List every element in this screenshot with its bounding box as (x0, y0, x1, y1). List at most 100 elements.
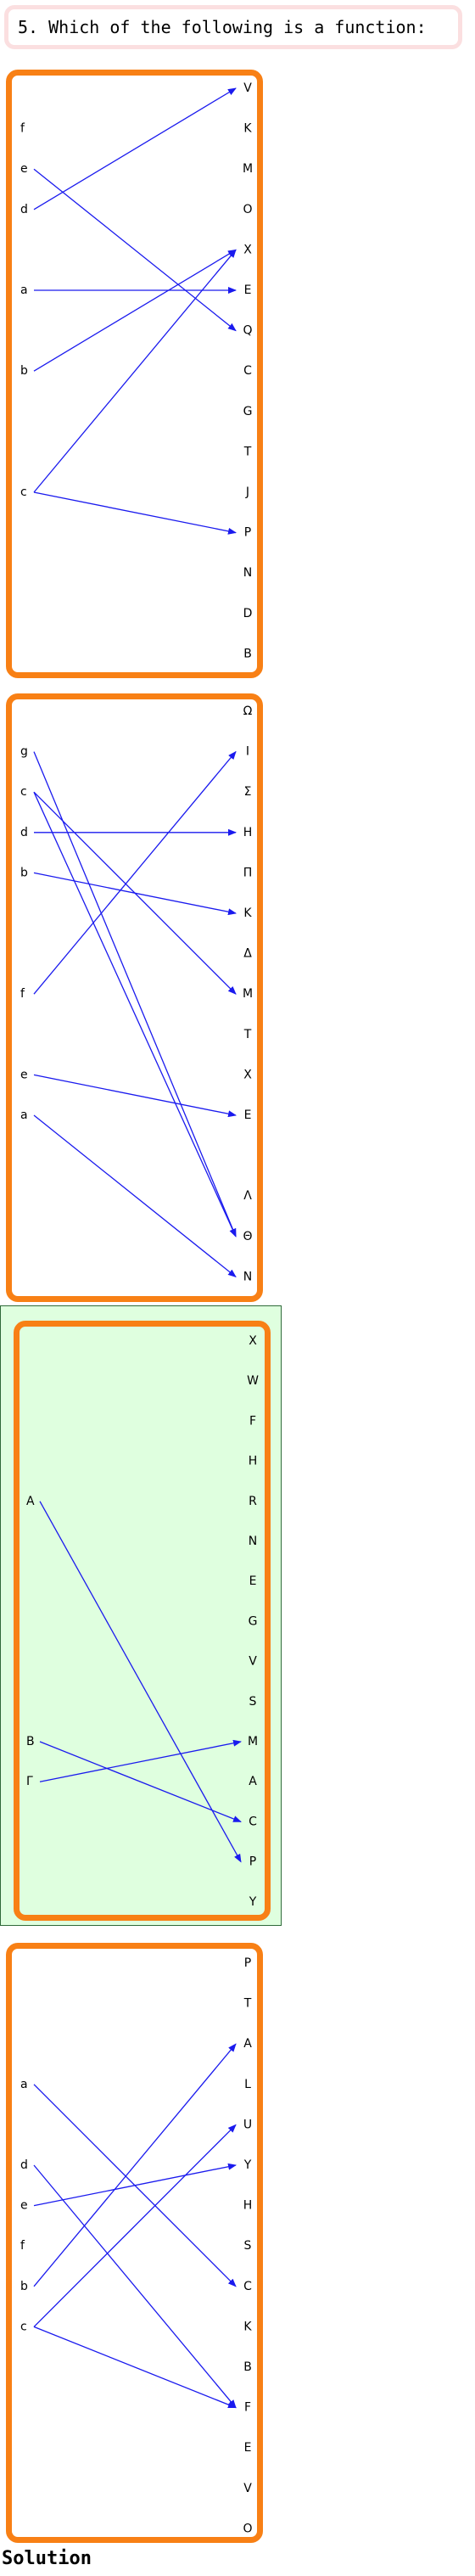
domain-label: b (20, 866, 28, 879)
codomain-label: E (244, 2441, 252, 2455)
domain-label: a (20, 1108, 28, 1122)
mapping-arrow (33, 249, 237, 493)
codomain-label: Y (249, 1895, 257, 1909)
domain-label: B (26, 1735, 35, 1748)
domain-label: f (20, 122, 25, 136)
codomain-label: C (243, 2280, 252, 2293)
codomain-label: N (249, 1535, 257, 1548)
codomain-label: R (249, 1495, 257, 1508)
codomain-label: S (244, 2239, 252, 2253)
domain-label: d (20, 826, 28, 839)
codomain-label: H (243, 826, 253, 839)
codomain-label: F (249, 1414, 256, 1428)
codomain-label: F (244, 2401, 251, 2415)
codomain-label: X (249, 1334, 257, 1348)
codomain-label: B (243, 647, 252, 660)
codomain-label: G (243, 405, 253, 418)
codomain-label: H (243, 2199, 253, 2213)
codomain-label: N (243, 566, 252, 580)
codomain-label: P (244, 1956, 251, 1970)
codomain-label: M (243, 162, 253, 176)
mapping-arrow (33, 872, 237, 916)
domain-label: e (20, 1068, 28, 1081)
domain-label: c (20, 2320, 27, 2333)
domain-label: b (20, 2280, 28, 2293)
codomain-label: X (243, 1068, 252, 1081)
domain-label: Γ (26, 1775, 33, 1788)
codomain-label: Y (243, 2158, 252, 2172)
codomain-label: C (249, 1815, 257, 1828)
domain-label: c (20, 785, 27, 799)
mapping-arrow (33, 2163, 237, 2207)
codomain-label: O (243, 203, 252, 216)
option-1-frame[interactable] (6, 70, 263, 678)
codomain-label: Δ (243, 947, 252, 961)
codomain-label: H (249, 1455, 258, 1468)
mapping-arrow (33, 249, 237, 372)
domain-label: e (20, 2199, 28, 2213)
domain-label: d (20, 203, 28, 216)
solution-heading: Solution (2, 2548, 92, 2569)
codomain-label: C (243, 364, 252, 378)
option-3-frame[interactable] (14, 1321, 271, 1921)
domain-label: g (20, 745, 28, 759)
codomain-label: X (243, 243, 252, 256)
mapping-arrow (39, 1501, 242, 1863)
codomain-label: O (243, 2522, 252, 2535)
codomain-label: U (243, 2118, 252, 2131)
mapping-arrow (33, 2043, 237, 2287)
codomain-label: Ω (243, 704, 253, 718)
codomain-label: K (243, 2320, 252, 2333)
option-2-frame[interactable] (6, 693, 263, 1302)
codomain-label: P (244, 526, 251, 540)
codomain-label: L (244, 2078, 251, 2091)
codomain-label: K (243, 906, 252, 920)
mapping-arrow (33, 1074, 237, 1118)
codomain-label: A (249, 1775, 257, 1788)
codomain-label: Π (243, 866, 253, 879)
codomain-label: Λ (243, 1189, 252, 1203)
codomain-label: J (245, 485, 249, 499)
codomain-label: Q (243, 324, 252, 338)
codomain-label: E (244, 1108, 252, 1122)
domain-label: a (20, 283, 28, 297)
codomain-label: M (248, 1735, 258, 1748)
mapping-arrow (33, 2164, 237, 2409)
codomain-label: N (243, 1270, 252, 1283)
codomain-label: W (247, 1374, 259, 1388)
domain-label: f (20, 2239, 25, 2253)
codomain-label: G (249, 1614, 258, 1628)
domain-label: e (20, 162, 28, 176)
mapping-arrow (39, 1739, 242, 1782)
mapping-arrow (33, 491, 237, 535)
codomain-label: E (249, 1574, 257, 1588)
codomain-label: V (243, 81, 252, 95)
codomain-label: I (246, 745, 249, 759)
mapping-arrow (33, 2326, 237, 2409)
mapping-arrow (33, 87, 237, 210)
option-4-frame[interactable] (6, 1943, 263, 2543)
codomain-label: V (249, 1655, 257, 1669)
codomain-label: T (243, 445, 252, 458)
question-text: 5. Which of the following is a function: (18, 17, 427, 37)
domain-label: d (20, 2158, 28, 2172)
domain-label: b (20, 364, 28, 378)
codomain-label: P (249, 1855, 256, 1869)
mapping-arrow (33, 791, 237, 1237)
codomain-label: Σ (244, 785, 252, 799)
domain-label: a (20, 2078, 28, 2091)
mapping-arrow (33, 750, 237, 995)
mapping-arrow (33, 1114, 237, 1278)
domain-label: f (20, 987, 25, 1001)
codomain-label: Θ (243, 1230, 252, 1243)
codomain-label: M (243, 987, 253, 1001)
codomain-label: D (243, 607, 253, 620)
mapping-arrow (39, 1741, 242, 1823)
codomain-label: K (243, 122, 252, 136)
codomain-label: B (243, 2360, 252, 2374)
codomain-label: T (243, 1997, 252, 2011)
